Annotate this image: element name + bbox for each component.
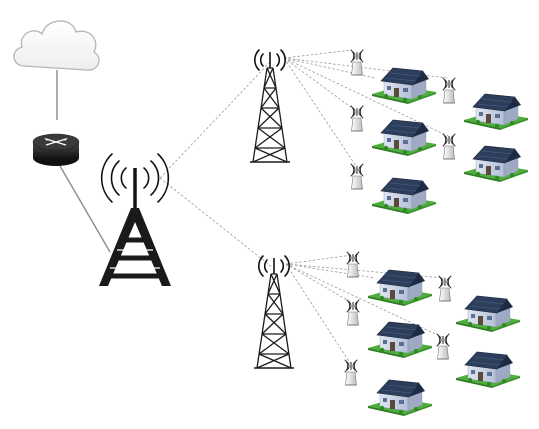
house-icon xyxy=(367,269,433,307)
cpe-antenna-icon xyxy=(344,359,358,386)
cpe-antenna-icon xyxy=(350,163,364,190)
cpe-antenna-icon xyxy=(346,299,360,326)
router-tower-link xyxy=(59,165,111,253)
house-icon xyxy=(455,295,521,333)
cloud-icon xyxy=(13,20,100,71)
cpe-antenna-icon xyxy=(350,49,364,76)
cpe-antenna-icon xyxy=(438,275,452,302)
relay-tower-upper xyxy=(249,49,291,163)
house-icon xyxy=(371,177,437,215)
router-icon xyxy=(32,133,80,166)
house-icon xyxy=(367,379,433,417)
house-icon xyxy=(463,145,529,183)
house-icon xyxy=(463,93,529,131)
relay-tower-lower xyxy=(253,255,295,369)
cpe-antenna-icon xyxy=(442,133,456,160)
core-to-relay-lower-link xyxy=(159,177,273,268)
cpe-antenna-icon xyxy=(436,333,450,360)
house-icon xyxy=(455,351,521,389)
transmission-tower-icon xyxy=(99,153,171,286)
cpe-antenna-icon xyxy=(350,105,364,132)
house-icon xyxy=(371,67,437,105)
cpe-antenna-icon xyxy=(442,77,456,104)
backhaul-links xyxy=(56,61,273,268)
